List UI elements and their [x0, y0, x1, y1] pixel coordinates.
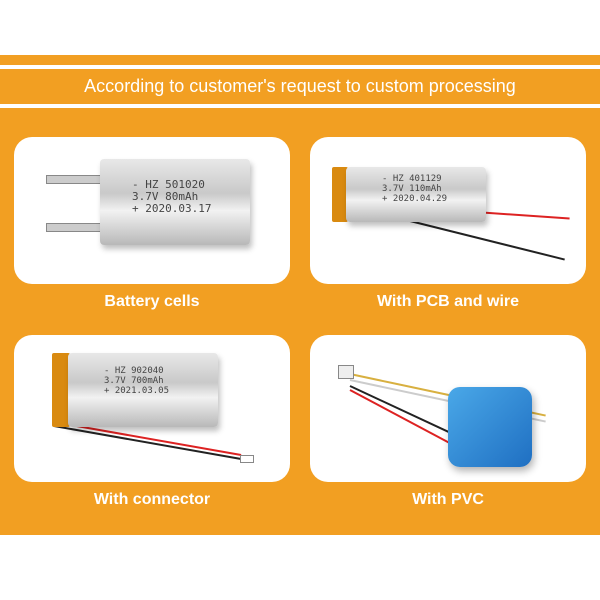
label-with-connector: With connector	[93, 491, 211, 508]
battery-cell	[100, 159, 250, 245]
page-title: According to customer's request to custo…	[84, 76, 516, 96]
battery-cell	[346, 167, 486, 222]
label-with-pcb-and-wire: With PCB and wire	[376, 293, 520, 310]
divider-top	[0, 65, 600, 69]
black-wire	[53, 425, 242, 460]
pcb	[52, 353, 70, 427]
divider-bottom	[0, 104, 600, 108]
label-battery-cells: Battery cells	[104, 293, 200, 310]
connector-plug	[338, 365, 354, 379]
pcb	[332, 167, 348, 222]
pvc-battery	[448, 387, 532, 467]
battery-cell	[68, 353, 218, 427]
label-with-pvc: With PVC	[412, 491, 484, 508]
connector-plug	[240, 455, 254, 463]
pvc-image	[310, 335, 586, 482]
